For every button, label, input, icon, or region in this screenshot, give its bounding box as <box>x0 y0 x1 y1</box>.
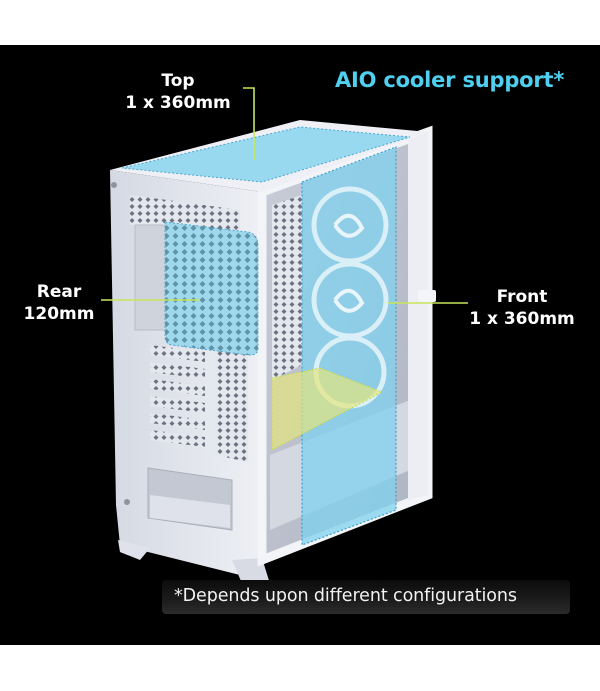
rear-fan-zone <box>164 221 259 356</box>
front-callout-title: Front <box>496 287 548 307</box>
footnote-box: *Depends upon different configurations <box>162 580 570 614</box>
front-latch <box>418 290 436 302</box>
top-radiator-zone <box>121 126 411 183</box>
footnote-text: *Depends upon different configurations <box>174 586 517 606</box>
top-callout-size: 1 x 360mm <box>125 93 231 113</box>
top-callout: Top 1 x 360mm <box>118 70 238 114</box>
front-callout-size: 1 x 360mm <box>469 309 575 329</box>
aio-cooler-headline: AIO cooler support* <box>335 68 565 92</box>
front-radiator-zone <box>301 146 397 546</box>
rear-callout-title: Rear <box>36 282 82 302</box>
leader-lines <box>101 87 468 304</box>
top-leader-line <box>243 87 255 160</box>
rear-callout-size: 120mm <box>23 304 95 324</box>
bottom-fan-zone <box>271 367 384 451</box>
rear-callout: Rear 120mm <box>14 281 104 325</box>
front-callout: Front 1 x 360mm <box>462 286 582 330</box>
top-callout-title: Top <box>161 71 195 91</box>
